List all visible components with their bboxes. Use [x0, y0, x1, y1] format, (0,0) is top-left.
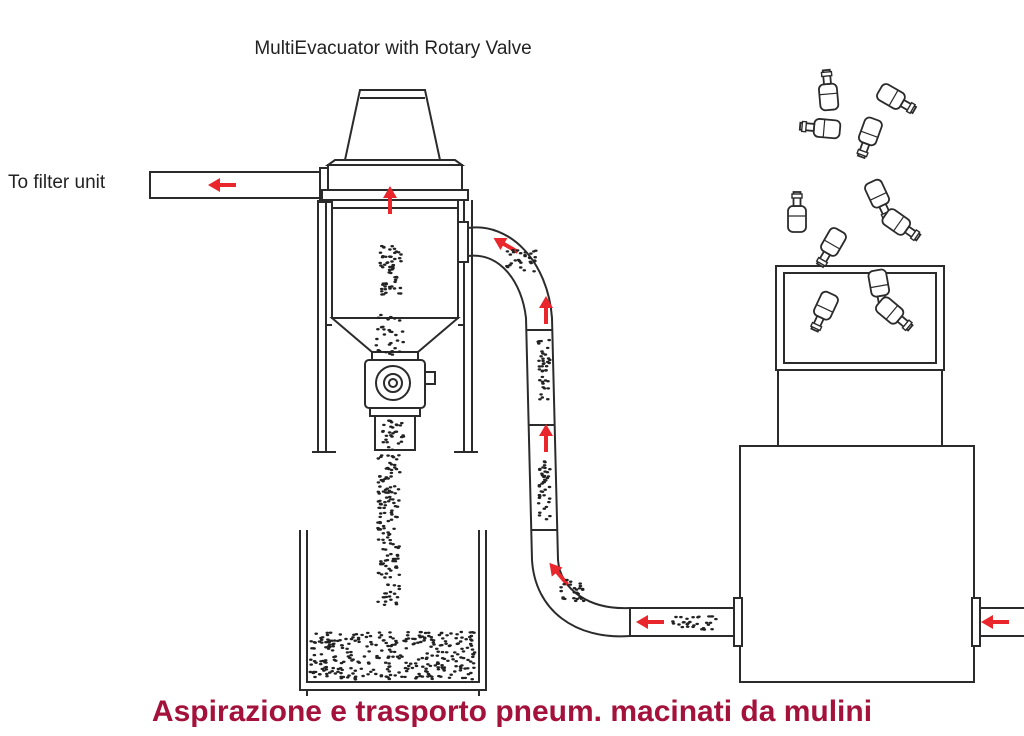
exhaust-duct: [149, 167, 331, 203]
multi-evacuator: [312, 89, 478, 453]
caption: Aspirazione e trasporto pneum. macinati …: [151, 695, 873, 728]
filter-unit-label: To filter unit: [8, 172, 106, 193]
collection-bin: [299, 530, 487, 696]
mill-unit: [733, 265, 1024, 683]
conveying-pipe: [467, 226, 740, 638]
particle-dots: [308, 244, 718, 681]
diagram-title: MultiEvacuator with Rotary Valve: [254, 38, 532, 59]
